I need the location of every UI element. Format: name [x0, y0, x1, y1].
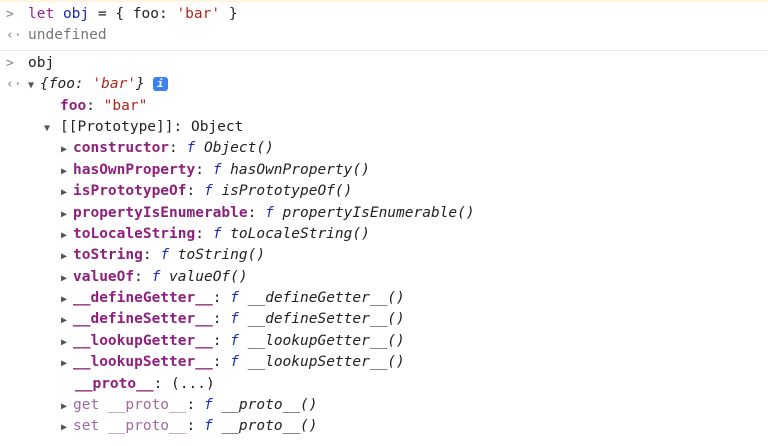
prototype-member[interactable]: ▶isPrototypeOf: f isPrototypeOf() [0, 181, 768, 202]
variable: obj [62, 6, 90, 22]
result-undefined: undefined [28, 27, 107, 44]
member-key: propertyIsEnumerable [73, 204, 248, 221]
prototype-member[interactable]: ▶__lookupSetter__: f __lookupSetter__() [0, 352, 768, 373]
prototype-member[interactable]: ▶hasOwnProperty: f hasOwnProperty() [0, 160, 768, 181]
expand-triangle-icon[interactable]: ▶ [61, 401, 68, 413]
expand-triangle-icon[interactable]: ▶ [61, 315, 68, 327]
member-fn: hasOwnProperty() [230, 161, 370, 178]
member-key: __lookupSetter__ [73, 354, 213, 371]
proto-key: __proto__ [75, 375, 154, 392]
prototype-member[interactable]: ▶propertyIsEnumerable: f propertyIsEnume… [0, 203, 768, 224]
member-fn: isPrototypeOf() [221, 183, 353, 200]
expand-triangle-icon[interactable]: ▶ [61, 272, 68, 284]
string: 'bar' [176, 6, 221, 22]
member-key: __defineSetter__ [73, 311, 213, 328]
keyword: let [28, 6, 55, 22]
function-icon: f [265, 204, 274, 221]
member-fn: valueOf() [169, 268, 248, 285]
input-prompt-icon: > [6, 55, 14, 71]
member-key: valueOf [73, 268, 135, 285]
function-icon: f [203, 418, 213, 435]
preview-value: 'bar' [92, 76, 137, 93]
expand-triangle-icon[interactable]: ▶ [61, 144, 68, 156]
function-icon: f [230, 354, 239, 371]
prototype-member[interactable]: ▶__defineGetter__: f __defineGetter__() [0, 288, 768, 309]
input-obj: obj [28, 54, 55, 71]
expand-triangle-icon[interactable]: ▼ [44, 122, 51, 134]
setter-fn: __proto__() [221, 418, 318, 435]
expand-triangle-icon[interactable]: ▶ [61, 187, 68, 199]
prototype-member[interactable]: ▶__defineSetter__: f __defineSetter__() [0, 309, 768, 330]
info-icon[interactable]: i [152, 77, 168, 92]
input-prompt-icon: > [6, 7, 14, 22]
expand-triangle-icon[interactable]: ▶ [61, 358, 68, 370]
property-value: "bar" [103, 97, 148, 114]
console-input-2: > obj ‹· ▼ {foo: 'bar'} i foo: "bar" ▼ [[Prot… [0, 51, 768, 441]
function-icon: f [203, 397, 213, 414]
member-key: hasOwnProperty [73, 161, 196, 178]
getter-key: get __proto__ [73, 397, 187, 414]
member-fn: __lookupSetter__() [247, 354, 405, 371]
function-icon: f [230, 290, 239, 307]
code: = { foo: [89, 6, 177, 22]
prototype-member[interactable]: ▶toLocaleString: f toLocaleString() [0, 224, 768, 245]
member-fn: toLocaleString() [230, 225, 370, 242]
getter-node[interactable]: ▶get __proto__: f __proto__() [0, 395, 768, 416]
expand-triangle-icon[interactable]: ▶ [61, 229, 68, 241]
result-arrow-icon: ‹· [6, 28, 22, 44]
preview: } [136, 76, 145, 93]
expand-triangle-icon[interactable]: ▼ [28, 80, 35, 92]
prototype-member[interactable]: ▶valueOf: f valueOf() [0, 267, 768, 288]
member-fn: __defineSetter__() [247, 311, 405, 328]
member-key: __defineGetter__ [73, 290, 213, 307]
prototype-member[interactable]: ▶constructor: f Object() [0, 138, 768, 159]
console-input-1: > let obj = { foo: 'bar' } ‹· undefined [0, 2, 768, 51]
prototype-node[interactable]: ▼[[Prototype]]: Object [0, 117, 768, 138]
expand-triangle-icon[interactable]: ▶ [61, 165, 68, 177]
proto-value[interactable]: (...) [171, 375, 215, 392]
expand-triangle-icon[interactable]: ▶ [61, 294, 68, 306]
member-key: isPrototypeOf [73, 183, 187, 200]
function-icon: f [151, 268, 161, 285]
function-icon: f [212, 225, 222, 242]
top-strip [0, 0, 768, 2]
property-key: foo [60, 97, 87, 114]
expand-triangle-icon[interactable]: ▶ [61, 208, 68, 220]
function-icon: f [160, 247, 170, 264]
setter-node[interactable]: ▶set __proto__: f __proto__() [0, 416, 768, 437]
function-icon: f [230, 311, 239, 328]
object-root[interactable]: ‹· ▼ {foo: 'bar'} i [0, 74, 768, 95]
function-icon: f [212, 161, 222, 178]
function-icon: f [203, 183, 213, 200]
expand-triangle-icon[interactable]: ▶ [61, 422, 68, 434]
expand-triangle-icon[interactable]: ▶ [61, 251, 68, 263]
member-fn: toString() [177, 247, 266, 264]
member-key: constructor [73, 140, 170, 157]
function-icon: f [186, 140, 196, 157]
setter-key: set __proto__ [73, 418, 187, 435]
member-fn: Object() [203, 140, 274, 157]
result-arrow-icon: ‹· [6, 77, 22, 93]
preview-key: foo: [48, 76, 93, 93]
member-key: toString [73, 247, 143, 264]
function-icon: f [230, 332, 239, 349]
prototype-label: [[Prototype]] [60, 118, 174, 135]
member-fn: __lookupGetter__() [247, 332, 405, 349]
prototype-value: Object [190, 118, 244, 135]
prototype-member[interactable]: ▶toString: f toString() [0, 245, 768, 266]
preview: { [40, 76, 49, 93]
code: } [220, 6, 238, 22]
member-fn: propertyIsEnumerable() [282, 204, 475, 221]
member-fn: __defineGetter__() [247, 290, 405, 307]
prototype-member[interactable]: ▶__lookupGetter__: f __lookupGetter__() [0, 331, 768, 352]
expand-triangle-icon[interactable]: ▶ [61, 336, 68, 348]
member-key: __lookupGetter__ [73, 332, 213, 349]
member-key: toLocaleString [73, 225, 196, 242]
getter-fn: __proto__() [221, 397, 318, 414]
